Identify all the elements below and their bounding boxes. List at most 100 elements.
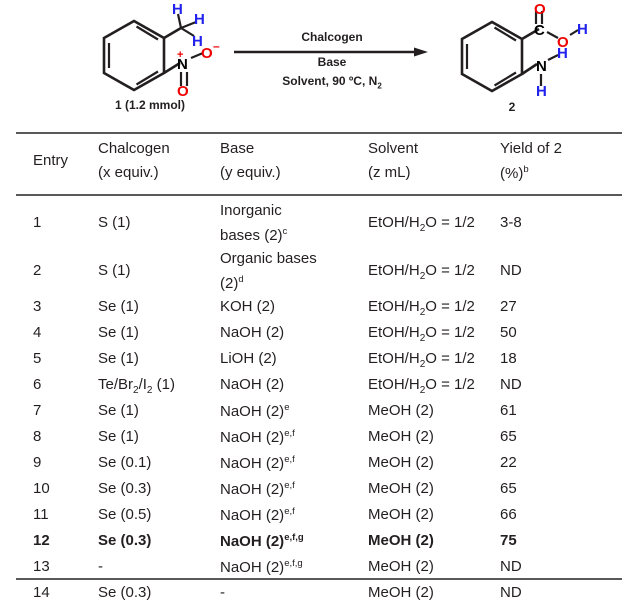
table-top-rule bbox=[16, 132, 622, 134]
product-label: 2 bbox=[508, 100, 516, 114]
amine-nitrogen: N bbox=[536, 58, 547, 75]
cell-base: NaOH (2)e,f,g bbox=[220, 532, 304, 550]
cell-solvent: MeOH (2) bbox=[368, 506, 434, 523]
cell-chalcogen: Se (1) bbox=[98, 350, 139, 367]
table-row: 11 Se (0.5) NaOH (2)e,f MeOH (2) 66 bbox=[16, 506, 622, 532]
table-row: 5 Se (1) LiOH (2) EtOH/H2O = 1/2 18 bbox=[16, 350, 622, 376]
header-base-line2: (y equiv.) bbox=[220, 164, 281, 181]
cell-base: NaOH (2)e bbox=[220, 402, 290, 420]
methyl-hydrogen-3: H bbox=[192, 33, 203, 50]
header-yield-line1: Yield of 2 bbox=[500, 140, 562, 157]
methyl-hydrogen-1: H bbox=[172, 1, 183, 18]
nitro-nitrogen: N bbox=[177, 56, 188, 73]
cell-solvent: EtOH/H2O = 1/2 bbox=[368, 376, 475, 396]
cell-entry: 1 bbox=[33, 214, 42, 231]
cell-yield: 50 bbox=[500, 324, 517, 341]
cell-yield: 66 bbox=[500, 506, 517, 523]
amine-hydrogen-1: H bbox=[557, 45, 568, 62]
cell-entry: 12 bbox=[33, 532, 50, 549]
cell-entry: 10 bbox=[33, 480, 50, 497]
reactant-skeleton bbox=[102, 13, 204, 92]
cell-chalcogen: Se (1) bbox=[98, 428, 139, 445]
table-row: 12 Se (0.3) NaOH (2)e,f,g MeOH (2) 75 bbox=[16, 532, 622, 558]
reactant-label: 1 (1.2 mmol) bbox=[114, 98, 186, 112]
cell-chalcogen: Se (0.5) bbox=[98, 506, 152, 523]
cell-chalcogen: Se (0.1) bbox=[98, 454, 152, 471]
cell-chalcogen: Se (1) bbox=[98, 402, 139, 419]
cell-solvent: MeOH (2) bbox=[368, 402, 434, 419]
condition-chalcogen: Chalcogen bbox=[301, 30, 363, 44]
cell-chalcogen: - bbox=[98, 558, 103, 575]
cell-yield: 22 bbox=[500, 454, 517, 471]
nitro-nitrogen-charge: + bbox=[177, 49, 184, 61]
carboxyl-oxygen-double: O bbox=[534, 1, 546, 18]
header-solvent-line2: (z mL) bbox=[368, 164, 411, 181]
cell-base-line1: Organic bases bbox=[220, 250, 317, 267]
header-chalcogen-line1: Chalcogen bbox=[98, 140, 170, 157]
cell-base: LiOH (2) bbox=[220, 350, 277, 367]
header-base-line1: Base bbox=[220, 140, 255, 157]
cell-solvent: EtOH/H2O = 1/2 bbox=[368, 324, 475, 344]
methyl-hydrogen-2: H bbox=[194, 11, 205, 28]
cell-yield: 18 bbox=[500, 350, 517, 367]
product-structure: O C O H N H H bbox=[440, 2, 590, 122]
condition-solvent: Solvent, 90 ºC, N2 bbox=[282, 74, 382, 91]
nitro-oxygen-charge: – bbox=[213, 39, 220, 53]
cell-chalcogen: Te/Br2/I2 (1) bbox=[98, 376, 175, 396]
amine-hydrogen-2: H bbox=[536, 83, 547, 100]
cell-chalcogen: Se (0.3) bbox=[98, 532, 152, 549]
header-chalcogen-line2: (x equiv.) bbox=[98, 164, 159, 181]
cell-solvent: MeOH (2) bbox=[368, 558, 434, 575]
cell-entry: 13 bbox=[33, 558, 50, 575]
cell-base: NaOH (2)e,f bbox=[220, 506, 295, 524]
cell-base: NaOH (2)e,f bbox=[220, 480, 295, 498]
cell-solvent: EtOH/H2O = 1/2 bbox=[368, 350, 475, 370]
reaction-scheme: H H H N + O – O 1 (1.2 mmol) Chalcogen B… bbox=[0, 0, 641, 128]
cell-base-line2: (2)d bbox=[220, 274, 244, 292]
table-bottom-rule bbox=[16, 578, 622, 580]
cell-entry: 9 bbox=[33, 454, 42, 471]
cell-base-line1: Inorganic bbox=[220, 202, 282, 219]
header-solvent-line1: Solvent bbox=[368, 140, 419, 157]
cell-base: NaOH (2)e,f bbox=[220, 454, 295, 472]
cell-solvent: MeOH (2) bbox=[368, 532, 434, 549]
cell-yield: 27 bbox=[500, 298, 517, 315]
cell-base-line2: bases (2)c bbox=[220, 226, 288, 244]
cell-yield: ND bbox=[500, 262, 522, 279]
cell-solvent: EtOH/H2O = 1/2 bbox=[368, 262, 475, 282]
carboxyl-oxygen-hydroxyl: O bbox=[557, 34, 569, 51]
nitro-oxygen-double: O bbox=[177, 83, 189, 100]
table-row: 2 S (1) Organic bases (2)d EtOH/H2O = 1/2 ND bbox=[16, 250, 622, 298]
cell-entry: 11 bbox=[33, 506, 49, 523]
product-skeleton bbox=[460, 11, 579, 93]
cell-entry: 5 bbox=[33, 350, 42, 367]
table-header-rule bbox=[16, 194, 622, 196]
cell-entry: 7 bbox=[33, 402, 42, 419]
cell-chalcogen: S (1) bbox=[98, 262, 131, 279]
cell-chalcogen: S (1) bbox=[98, 214, 131, 231]
cell-yield: 3-8 bbox=[500, 214, 522, 231]
condition-base: Base bbox=[317, 55, 347, 69]
cell-yield: 75 bbox=[500, 532, 517, 549]
reactant-structure: H H H N + O – O bbox=[88, 2, 228, 122]
nitro-oxygen-anion: O bbox=[201, 45, 213, 62]
cell-yield: 65 bbox=[500, 480, 517, 497]
carboxyl-carbon: C bbox=[534, 22, 545, 39]
cell-solvent: MeOH (2) bbox=[368, 480, 434, 497]
cell-solvent: MeOH (2) bbox=[368, 428, 434, 445]
cell-solvent: EtOH/H2O = 1/2 bbox=[368, 298, 475, 318]
cell-yield: 65 bbox=[500, 428, 517, 445]
cell-entry: 4 bbox=[33, 324, 42, 341]
reaction-arrow bbox=[234, 47, 428, 57]
cell-chalcogen: Se (0.3) bbox=[98, 480, 152, 497]
cell-entry: 2 bbox=[33, 262, 42, 279]
header-entry: Entry bbox=[33, 152, 69, 169]
